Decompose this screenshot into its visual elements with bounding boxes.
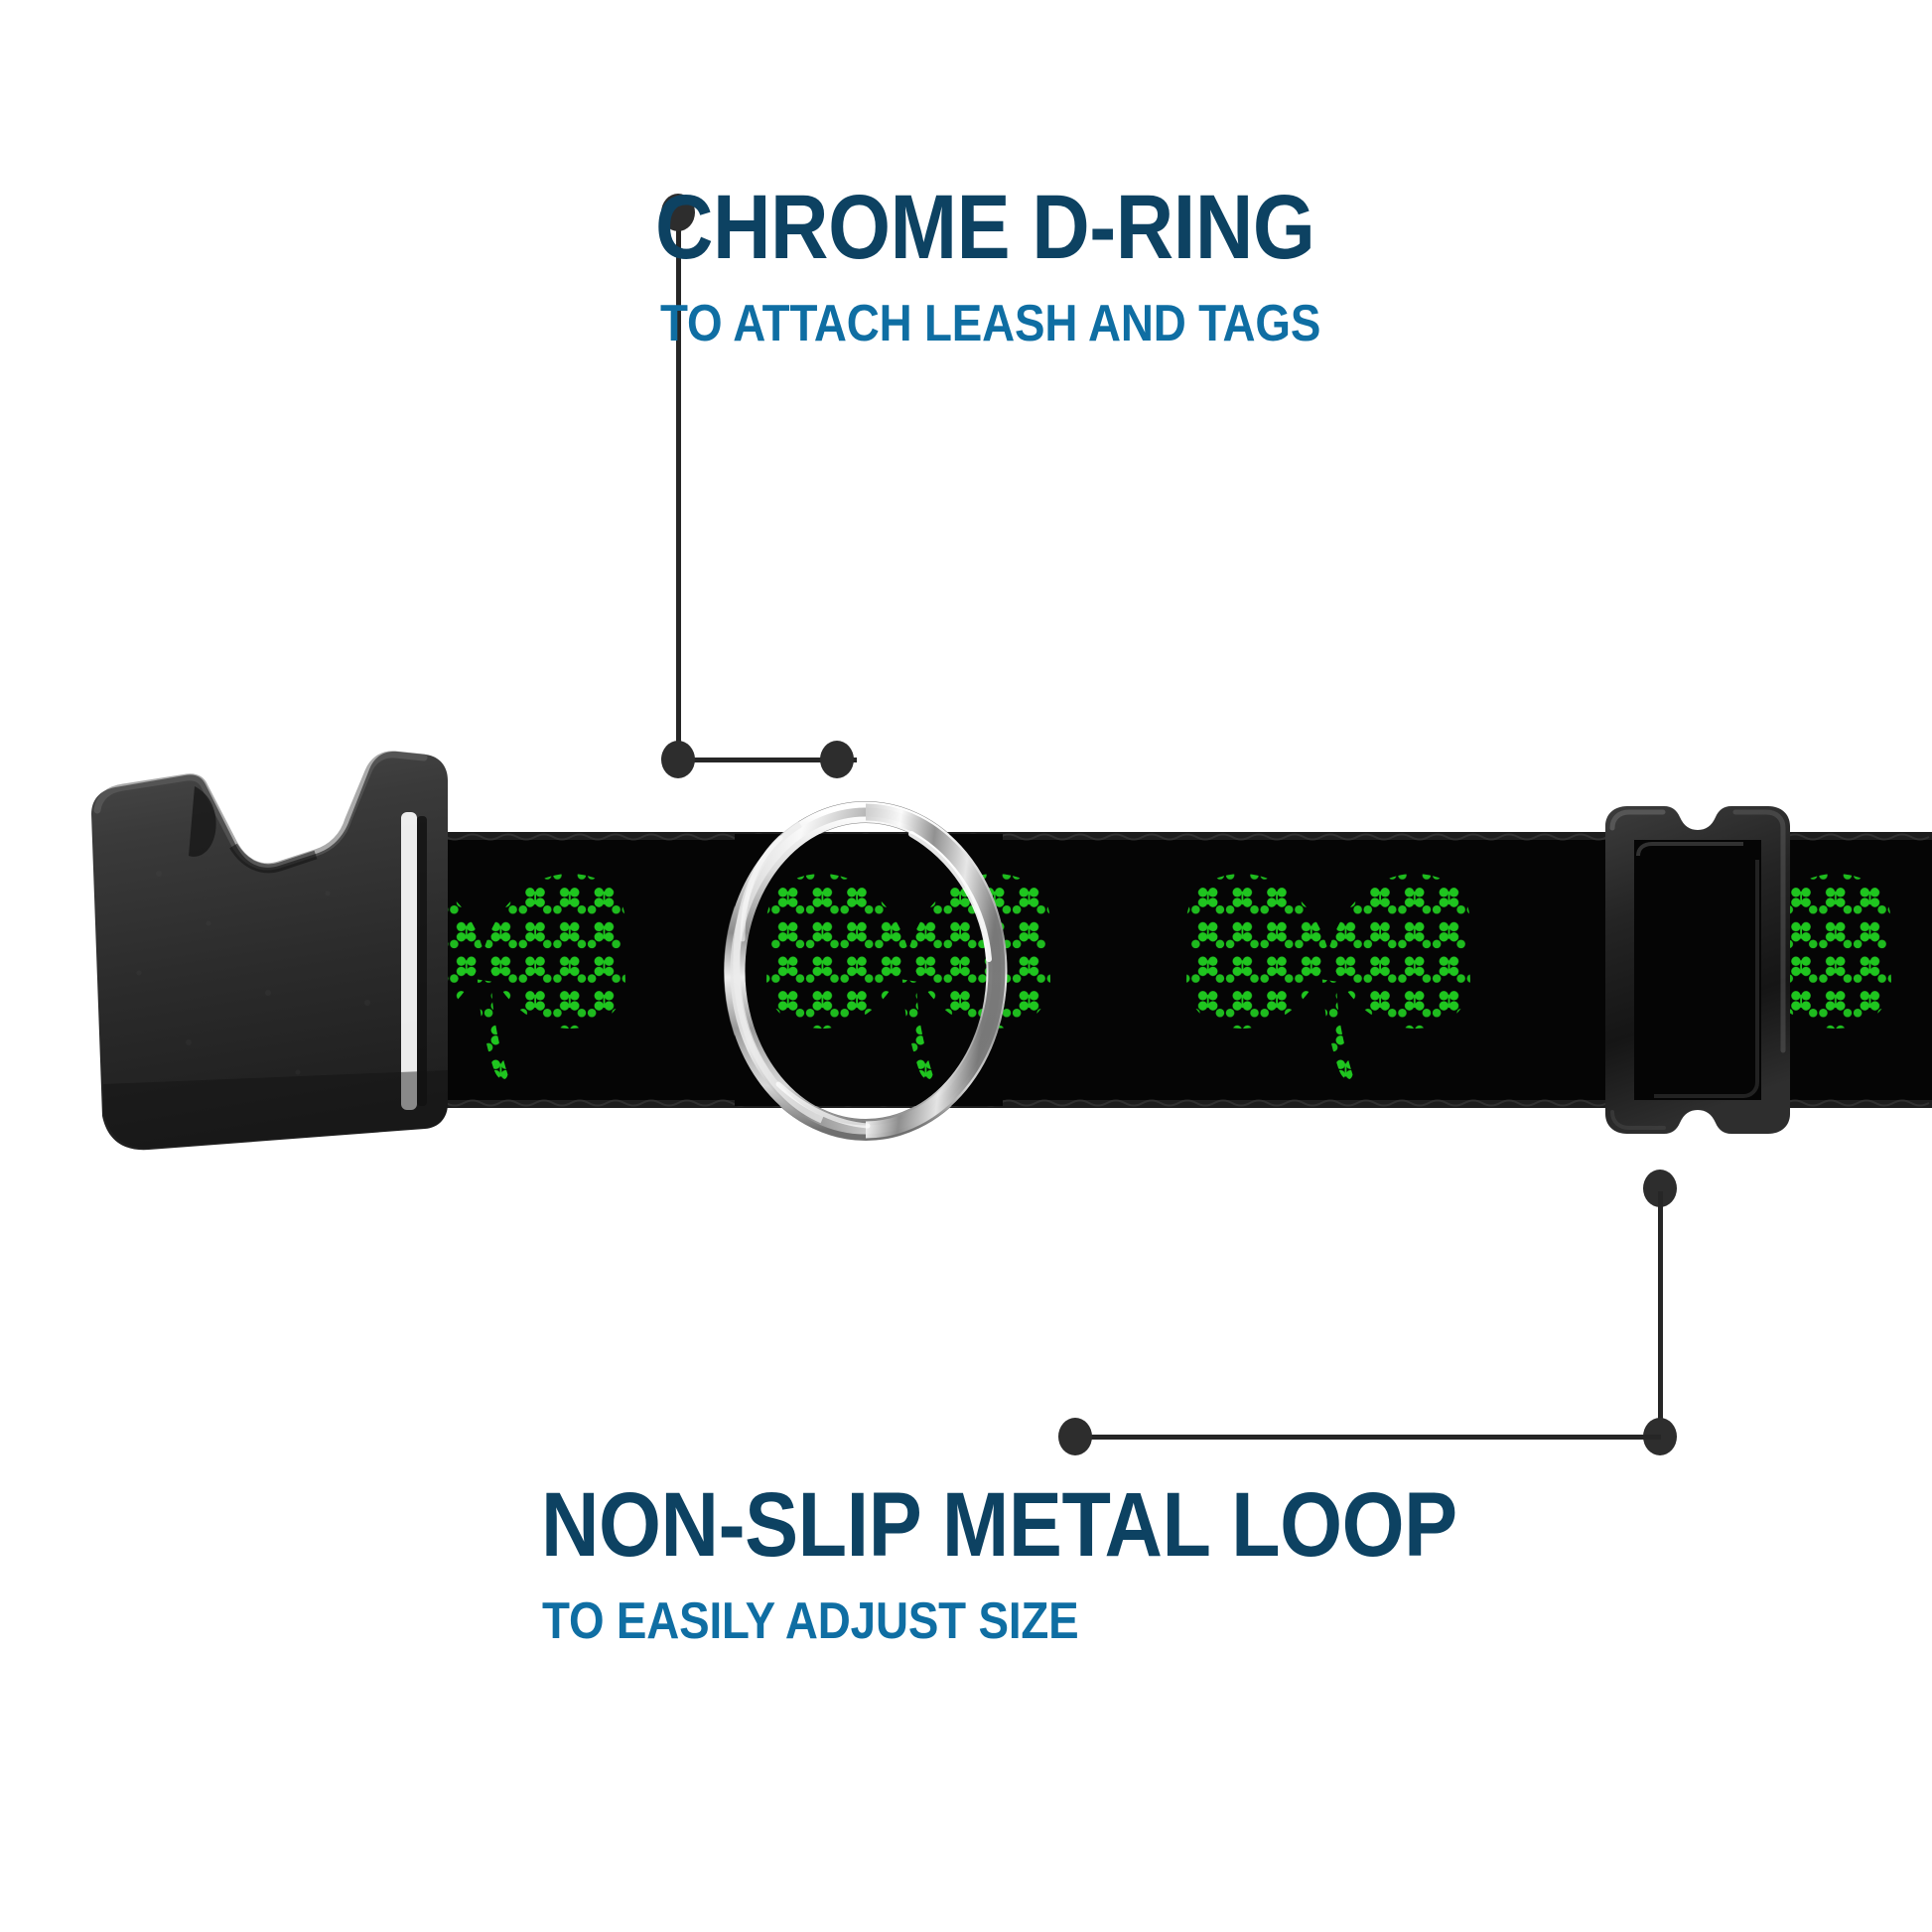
leader-dot-dring-elbow xyxy=(661,741,695,778)
collar-webbing xyxy=(391,832,1932,1108)
webbing-edge-texture xyxy=(391,833,1930,1107)
side-release-buckle xyxy=(91,751,448,1151)
d-ring xyxy=(724,801,1050,1141)
leader-dot-loop-end xyxy=(1058,1418,1092,1455)
callout-subtitle-chrome-d-ring: TO ATTACH LEASH AND TAGS xyxy=(660,295,1321,352)
leader-dot-dring-top xyxy=(661,194,695,231)
leader-line-loop-horizontal xyxy=(1075,1435,1661,1440)
callout-title-chrome-d-ring: CHROME D-RING xyxy=(655,177,1315,278)
leader-line-loop-vertical xyxy=(1658,1191,1663,1440)
callout-subtitle-non-slip-metal-loop: TO EASILY ADJUST SIZE xyxy=(542,1592,1079,1650)
callout-title-non-slip-metal-loop: NON-SLIP METAL LOOP xyxy=(541,1474,1457,1576)
leader-line-dring-horizontal xyxy=(678,758,857,762)
shamrock-pattern xyxy=(392,874,1891,1080)
leader-dot-dring-target xyxy=(820,741,854,778)
tri-glide-loop xyxy=(1605,806,1790,1134)
leader-line-dring-vertical xyxy=(676,211,681,762)
